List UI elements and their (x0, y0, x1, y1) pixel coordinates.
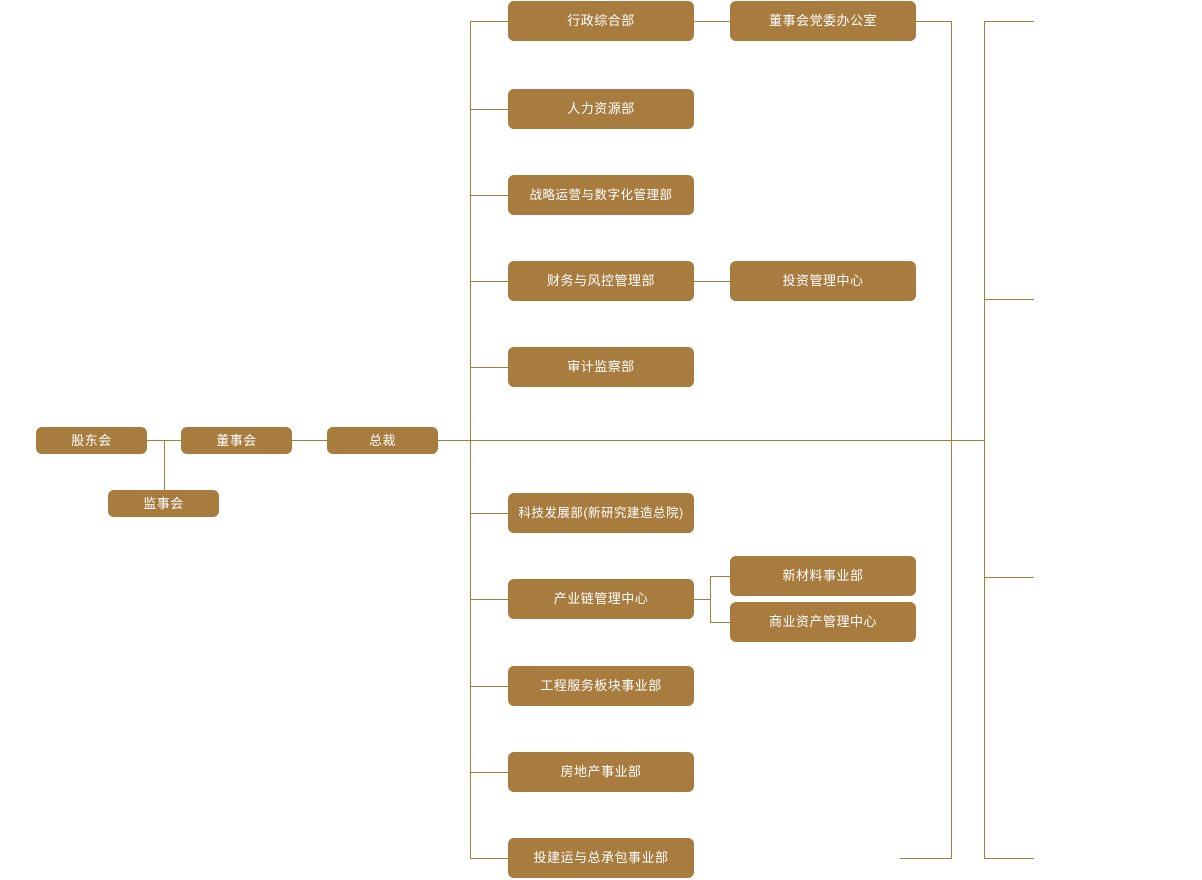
connector-outer-rail-stub-top (984, 21, 1034, 22)
rail-groups-outer (984, 21, 985, 859)
node-business-unit-1[interactable]: 产业链管理中心 (508, 579, 694, 619)
connector-rail-to-business-unit-2 (470, 686, 508, 687)
connector-supervisory-drop (164, 440, 165, 491)
connector-rail-to-business-unit-4 (470, 858, 508, 859)
connector-rail-to-functional-dept-4 (470, 367, 508, 368)
node-label: 投资管理中心 (782, 273, 864, 289)
connector-rail-to-business-unit-0 (470, 513, 508, 514)
node-label: 董事会 (216, 432, 257, 448)
connector-fork-to-business-sub-1 (710, 622, 730, 623)
node-business-unit-4[interactable]: 投建运与总承包事业部 (508, 838, 694, 878)
connector-rail-to-business-unit-3 (470, 772, 508, 773)
node-functional-sub-0[interactable]: 董事会党委办公室 (730, 1, 916, 41)
connector-president-spine (438, 440, 985, 441)
connector-business-sub-fork (710, 576, 711, 623)
node-label: 新材料事业部 (782, 568, 864, 584)
node-president[interactable]: 总裁 (327, 427, 438, 454)
connector-business-unit-1-stem (694, 599, 711, 600)
node-label: 产业链管理中心 (553, 591, 649, 607)
connector-outer-rail-stub-upper-mid (984, 299, 1034, 300)
connector-functional-dept-0-to-sub-0 (694, 21, 730, 22)
connector-rail-to-functional-dept-2 (470, 195, 508, 196)
connector-rail-to-functional-dept-3 (470, 281, 508, 282)
connector-rail-to-functional-dept-1 (470, 109, 508, 110)
connector-functional-dept-3-to-sub-1 (694, 281, 730, 282)
node-functional-sub-1[interactable]: 投资管理中心 (730, 261, 916, 301)
connector-outer-rail-stub-lower-mid (984, 577, 1034, 578)
node-label: 审计监察部 (567, 359, 635, 375)
node-label: 商业资产管理中心 (768, 614, 877, 630)
node-functional-dept-2[interactable]: 战略运营与数字化管理部 (508, 175, 694, 215)
connector-rail-to-functional-dept-0 (470, 21, 508, 22)
connector-inner-rail-bottom-stub (900, 858, 952, 859)
node-business-unit-0[interactable]: 科技发展部(新研究建造总院) (508, 493, 694, 533)
node-label: 投建运与总承包事业部 (533, 850, 669, 866)
node-functional-dept-1[interactable]: 人力资源部 (508, 89, 694, 129)
node-supervisory-board[interactable]: 监事会 (108, 490, 219, 517)
node-functional-dept-4[interactable]: 审计监察部 (508, 347, 694, 387)
connector-board-to-president (292, 440, 327, 441)
node-label: 人力资源部 (567, 101, 635, 117)
node-business-sub-0[interactable]: 新材料事业部 (730, 556, 916, 596)
node-label: 战略运营与数字化管理部 (529, 187, 673, 202)
node-business-unit-2[interactable]: 工程服务板块事业部 (508, 666, 694, 706)
rail-departments-lower (470, 440, 471, 859)
node-business-sub-1[interactable]: 商业资产管理中心 (730, 602, 916, 642)
connector-outer-rail-stub-bottom (984, 858, 1034, 859)
node-board-of-directors[interactable]: 董事会 (181, 427, 292, 454)
node-label: 房地产事业部 (560, 764, 642, 780)
connector-fork-to-business-sub-0 (710, 576, 730, 577)
rail-subunits-inner (951, 21, 952, 859)
node-functional-dept-0[interactable]: 行政综合部 (508, 1, 694, 41)
node-label: 董事会党委办公室 (768, 13, 877, 29)
node-label: 科技发展部(新研究建造总院) (518, 505, 684, 520)
node-shareholders-meeting[interactable]: 股东会 (36, 427, 147, 454)
node-label: 财务与风控管理部 (546, 273, 655, 289)
node-label: 监事会 (143, 495, 184, 511)
connector-rail-to-business-unit-1 (470, 599, 508, 600)
node-functional-dept-3[interactable]: 财务与风控管理部 (508, 261, 694, 301)
node-label: 总裁 (368, 432, 396, 448)
node-label: 工程服务板块事业部 (540, 678, 662, 694)
node-label: 行政综合部 (567, 13, 635, 29)
node-label: 股东会 (71, 432, 112, 448)
node-business-unit-3[interactable]: 房地产事业部 (508, 752, 694, 792)
rail-departments-upper (470, 21, 471, 441)
connector-functional-sub-0-to-inner-rail (916, 21, 952, 22)
